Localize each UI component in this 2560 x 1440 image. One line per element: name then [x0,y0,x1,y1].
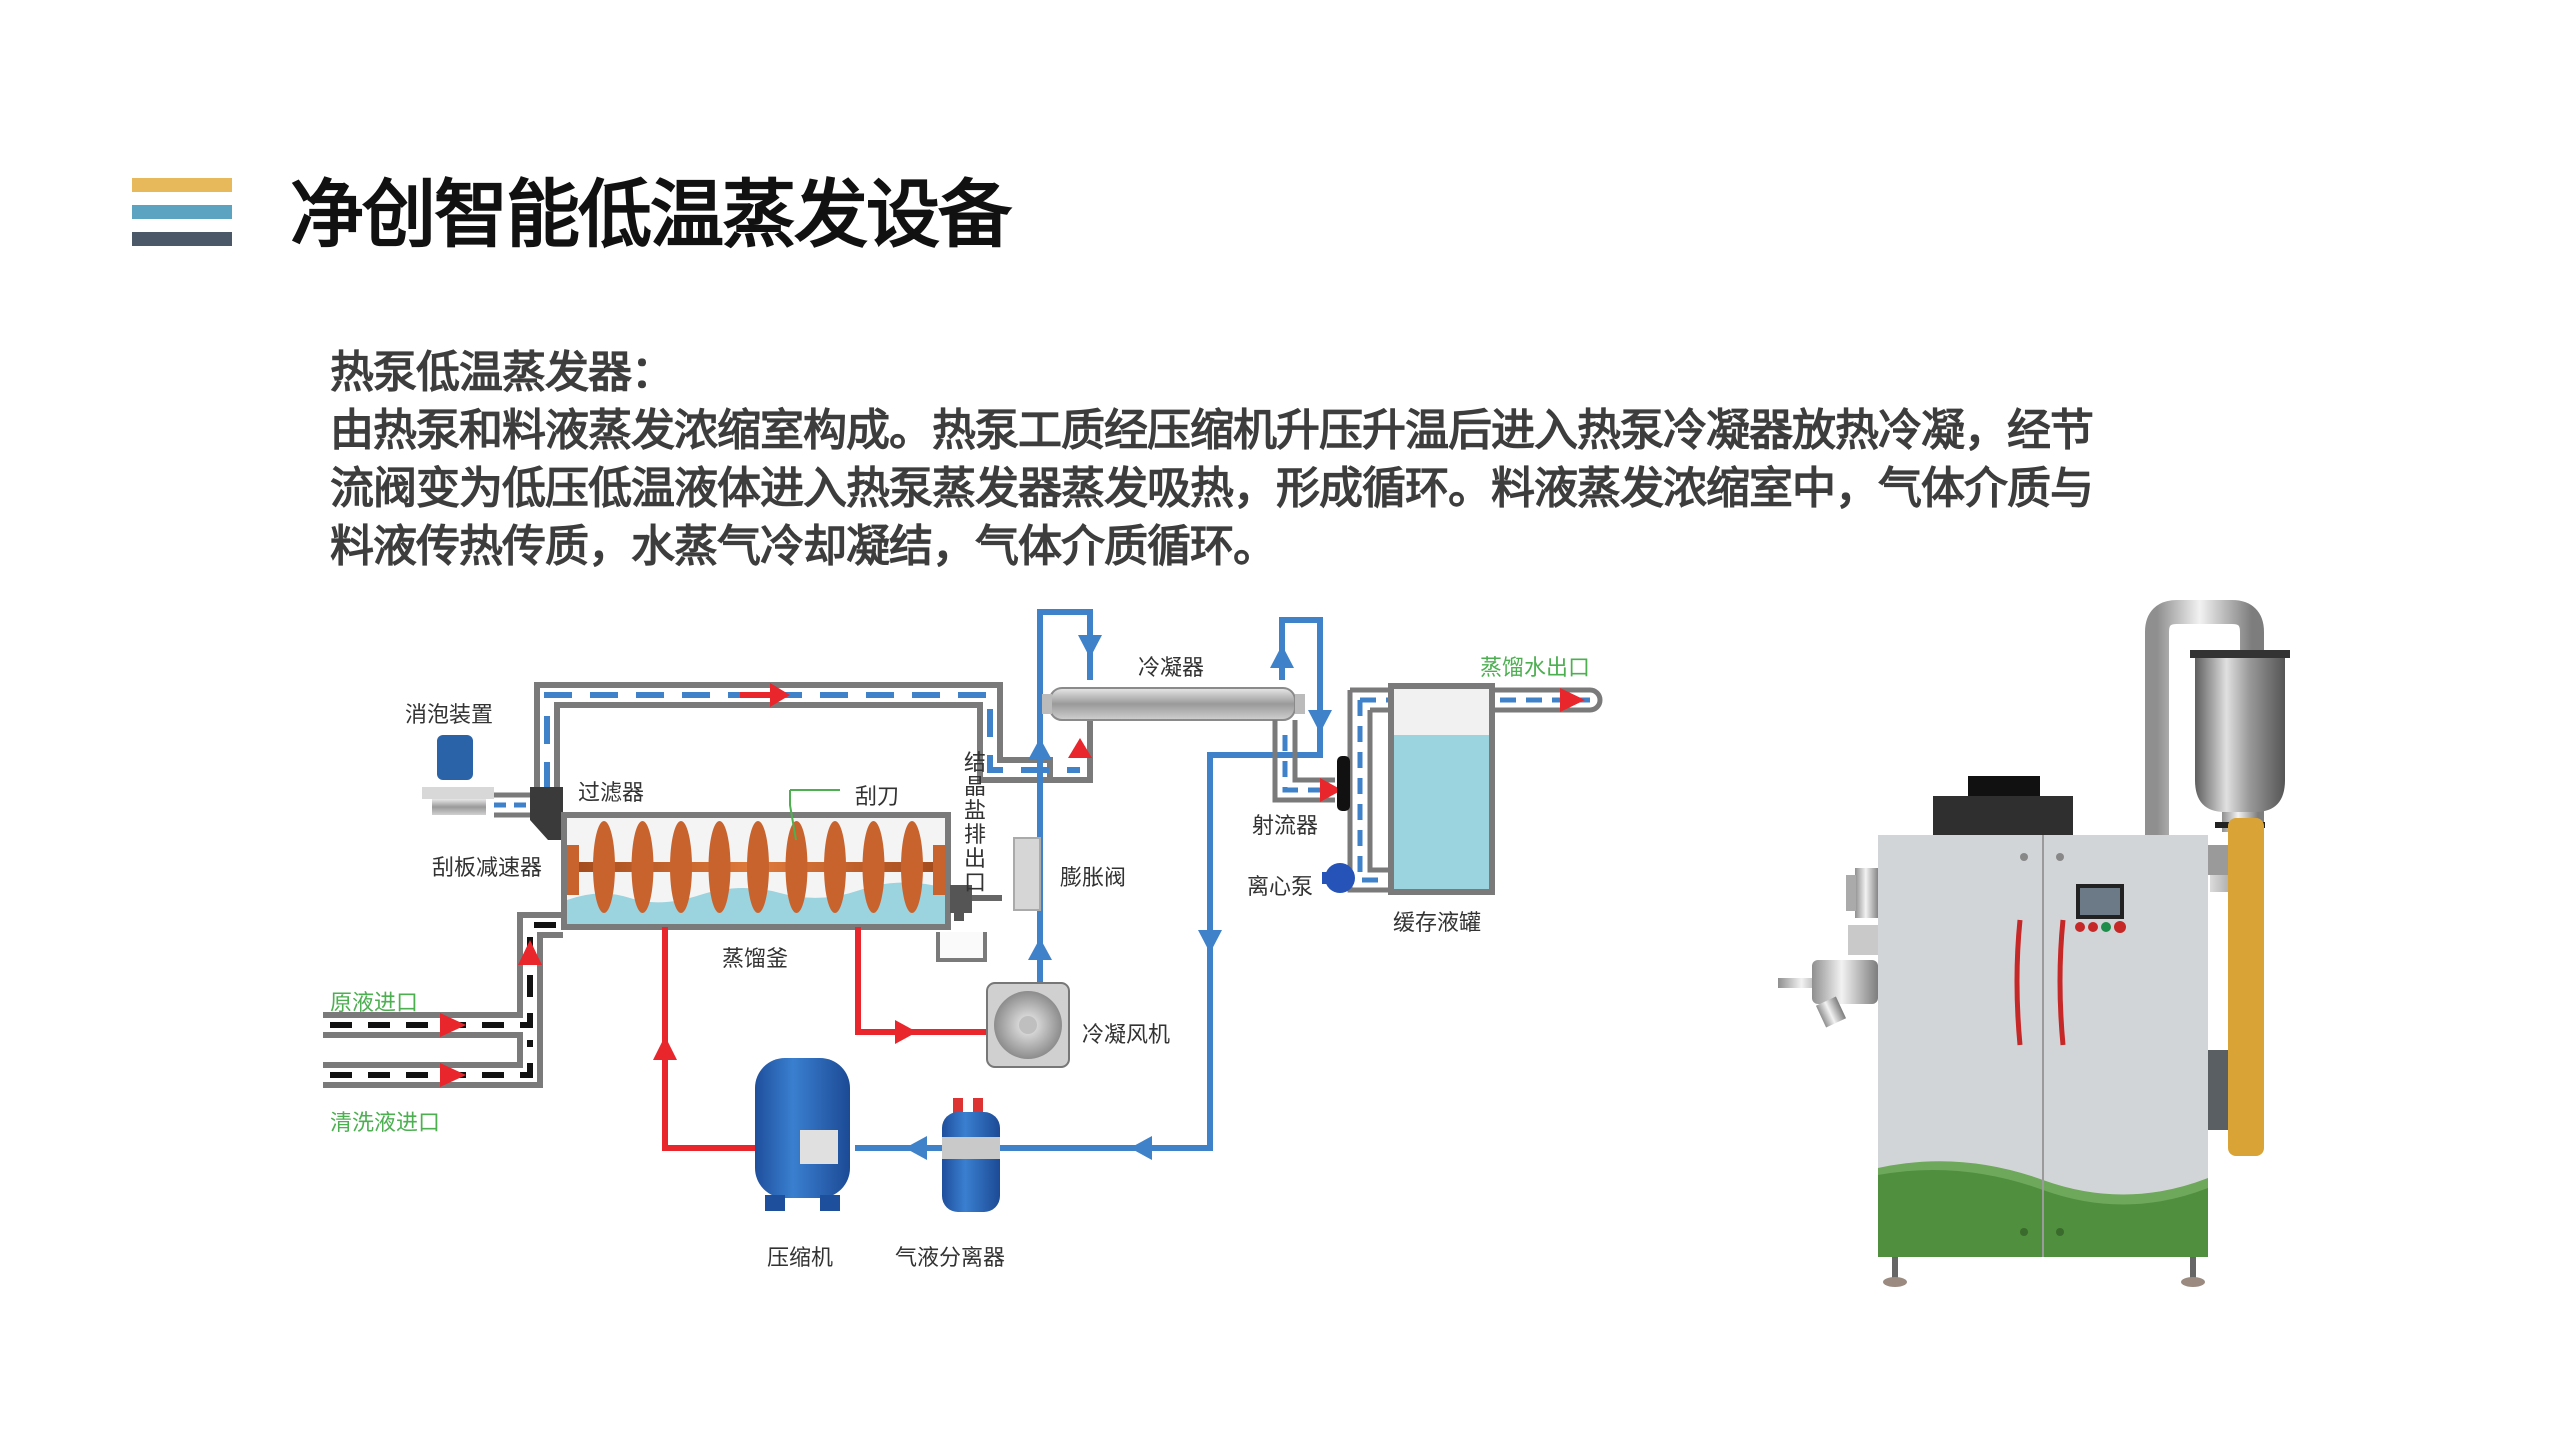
distillate-pipes [1272,687,1603,893]
auger-blade [670,821,692,913]
cabinet-body [1878,835,2208,1287]
flow-arrow-red [518,940,542,965]
condenser [1042,687,1305,721]
description: 热泵低温蒸发器： 由热泵和料液蒸发浓缩室构成。热泵工质经压缩机升压升温后进入热泵… [330,344,2380,576]
touch-screen-display [2080,888,2120,915]
compressor [755,1058,850,1211]
label-cleaning-inlet: 清洗液进口 [330,1111,440,1136]
inlet-pipes [323,912,563,1088]
description-line: 流阀变为低压低温液体进入热泵蒸发器蒸发吸热，形成循环。料液蒸发浓缩室中，气体介质… [330,463,2094,514]
flow-arrow-blue [1130,1136,1152,1160]
page-title: 净创智能低温蒸发设备 [290,172,1012,258]
left-fittings [1778,868,1879,1028]
label-distilled-outlet: 蒸馏水出口 [1480,656,1590,681]
salt-char: 晶 [964,775,986,800]
label-defoamer: 消泡装置 [405,703,493,728]
label-buffer-tank: 缓存液罐 [1393,911,1481,936]
auger-blade [824,821,846,913]
label-ejector: 射流器 [1252,814,1318,839]
label-compressor: 压缩机 [767,1246,833,1271]
flow-arrow-blue [1198,930,1222,953]
flow-arrow-blue [1028,938,1052,960]
flow-arrow-red [440,1013,466,1037]
defoamer-device [422,735,530,818]
flow-arrow-red [440,1063,466,1087]
flow-arrow-blue [905,1136,927,1160]
still-evaporator [561,812,951,930]
right-motor-mount [2208,1050,2230,1130]
auger-blade [708,821,731,913]
blue-arrows [905,635,1332,1160]
flow-arrow-red [770,683,790,707]
filter-device [530,787,563,840]
expansion-valve [1013,837,1041,911]
hot-refrigerant-lines [653,927,990,1151]
condenser-fan [986,982,1070,1068]
flow-arrow-red [1560,688,1585,712]
salt-char: 结 [964,751,986,776]
top-vent-grille [1933,796,2073,836]
auger-blade [901,821,923,913]
label-scraper-reducer: 刮板减速器 [432,856,542,881]
flow-arrow-red [1320,778,1342,802]
accent-bar-yellow [132,178,232,192]
auger-blade [593,821,615,913]
buffer-tank [1388,683,1495,895]
label-pump: 离心泵 [1247,875,1313,900]
gas-liquid-separator [942,1098,1000,1212]
flow-arrow-blue [1028,738,1052,760]
accent-bar-dark [132,232,232,246]
flow-arrow-red [1068,738,1092,758]
label-condenser-fan: 冷凝风机 [1082,1023,1170,1048]
auger-blade [747,821,769,913]
salt-outlet [936,885,1002,962]
label-scraper: 刮刀 [855,785,899,810]
salt-char: 排 [964,823,986,848]
flow-arrow-blue [1078,635,1102,658]
description-line: 由热泵和料液蒸发浓缩室构成。热泵工质经压缩机升压升温后进入热泵冷凝器放热冷凝，经… [330,405,2094,456]
label-expansion-valve: 膨胀阀 [1060,866,1126,891]
centrifugal-pump [1322,863,1355,893]
flow-arrow-blue [1270,645,1294,668]
door-handles [2014,919,2066,1046]
belt-guard [2228,818,2264,1156]
salt-char: 出 [964,847,986,872]
right-bracket [2208,845,2230,875]
control-buttons [2075,921,2126,933]
vapor-pipe [534,682,1093,790]
label-still: 蒸馏釜 [722,947,788,972]
ejector [1337,756,1350,811]
auger-blade [785,821,808,913]
description-heading: 热泵低温蒸发器： [330,347,675,398]
flow-arrow-red [653,1036,677,1060]
top-vent-cap [1968,776,2040,798]
accent-bar-blue [132,205,232,219]
label-salt-outlet: 结 晶 盐 排 出 口 [964,751,993,896]
salt-char: 盐 [964,799,986,824]
salt-char: 口 [964,871,986,896]
auger-blade [862,821,885,913]
flow-arrow-red [895,1020,917,1044]
label-condenser: 冷凝器 [1138,656,1204,681]
cyclone-bowl [2190,650,2290,832]
label-separator: 气液分离器 [895,1246,1005,1271]
description-line: 料液传热传质，水蒸气冷却凝结，气体介质循环。 [330,521,1277,572]
auger-blade [631,821,654,913]
label-filter: 过滤器 [578,781,644,806]
label-raw-inlet: 原液进口 [330,991,418,1016]
flow-arrow-blue [1308,710,1332,733]
